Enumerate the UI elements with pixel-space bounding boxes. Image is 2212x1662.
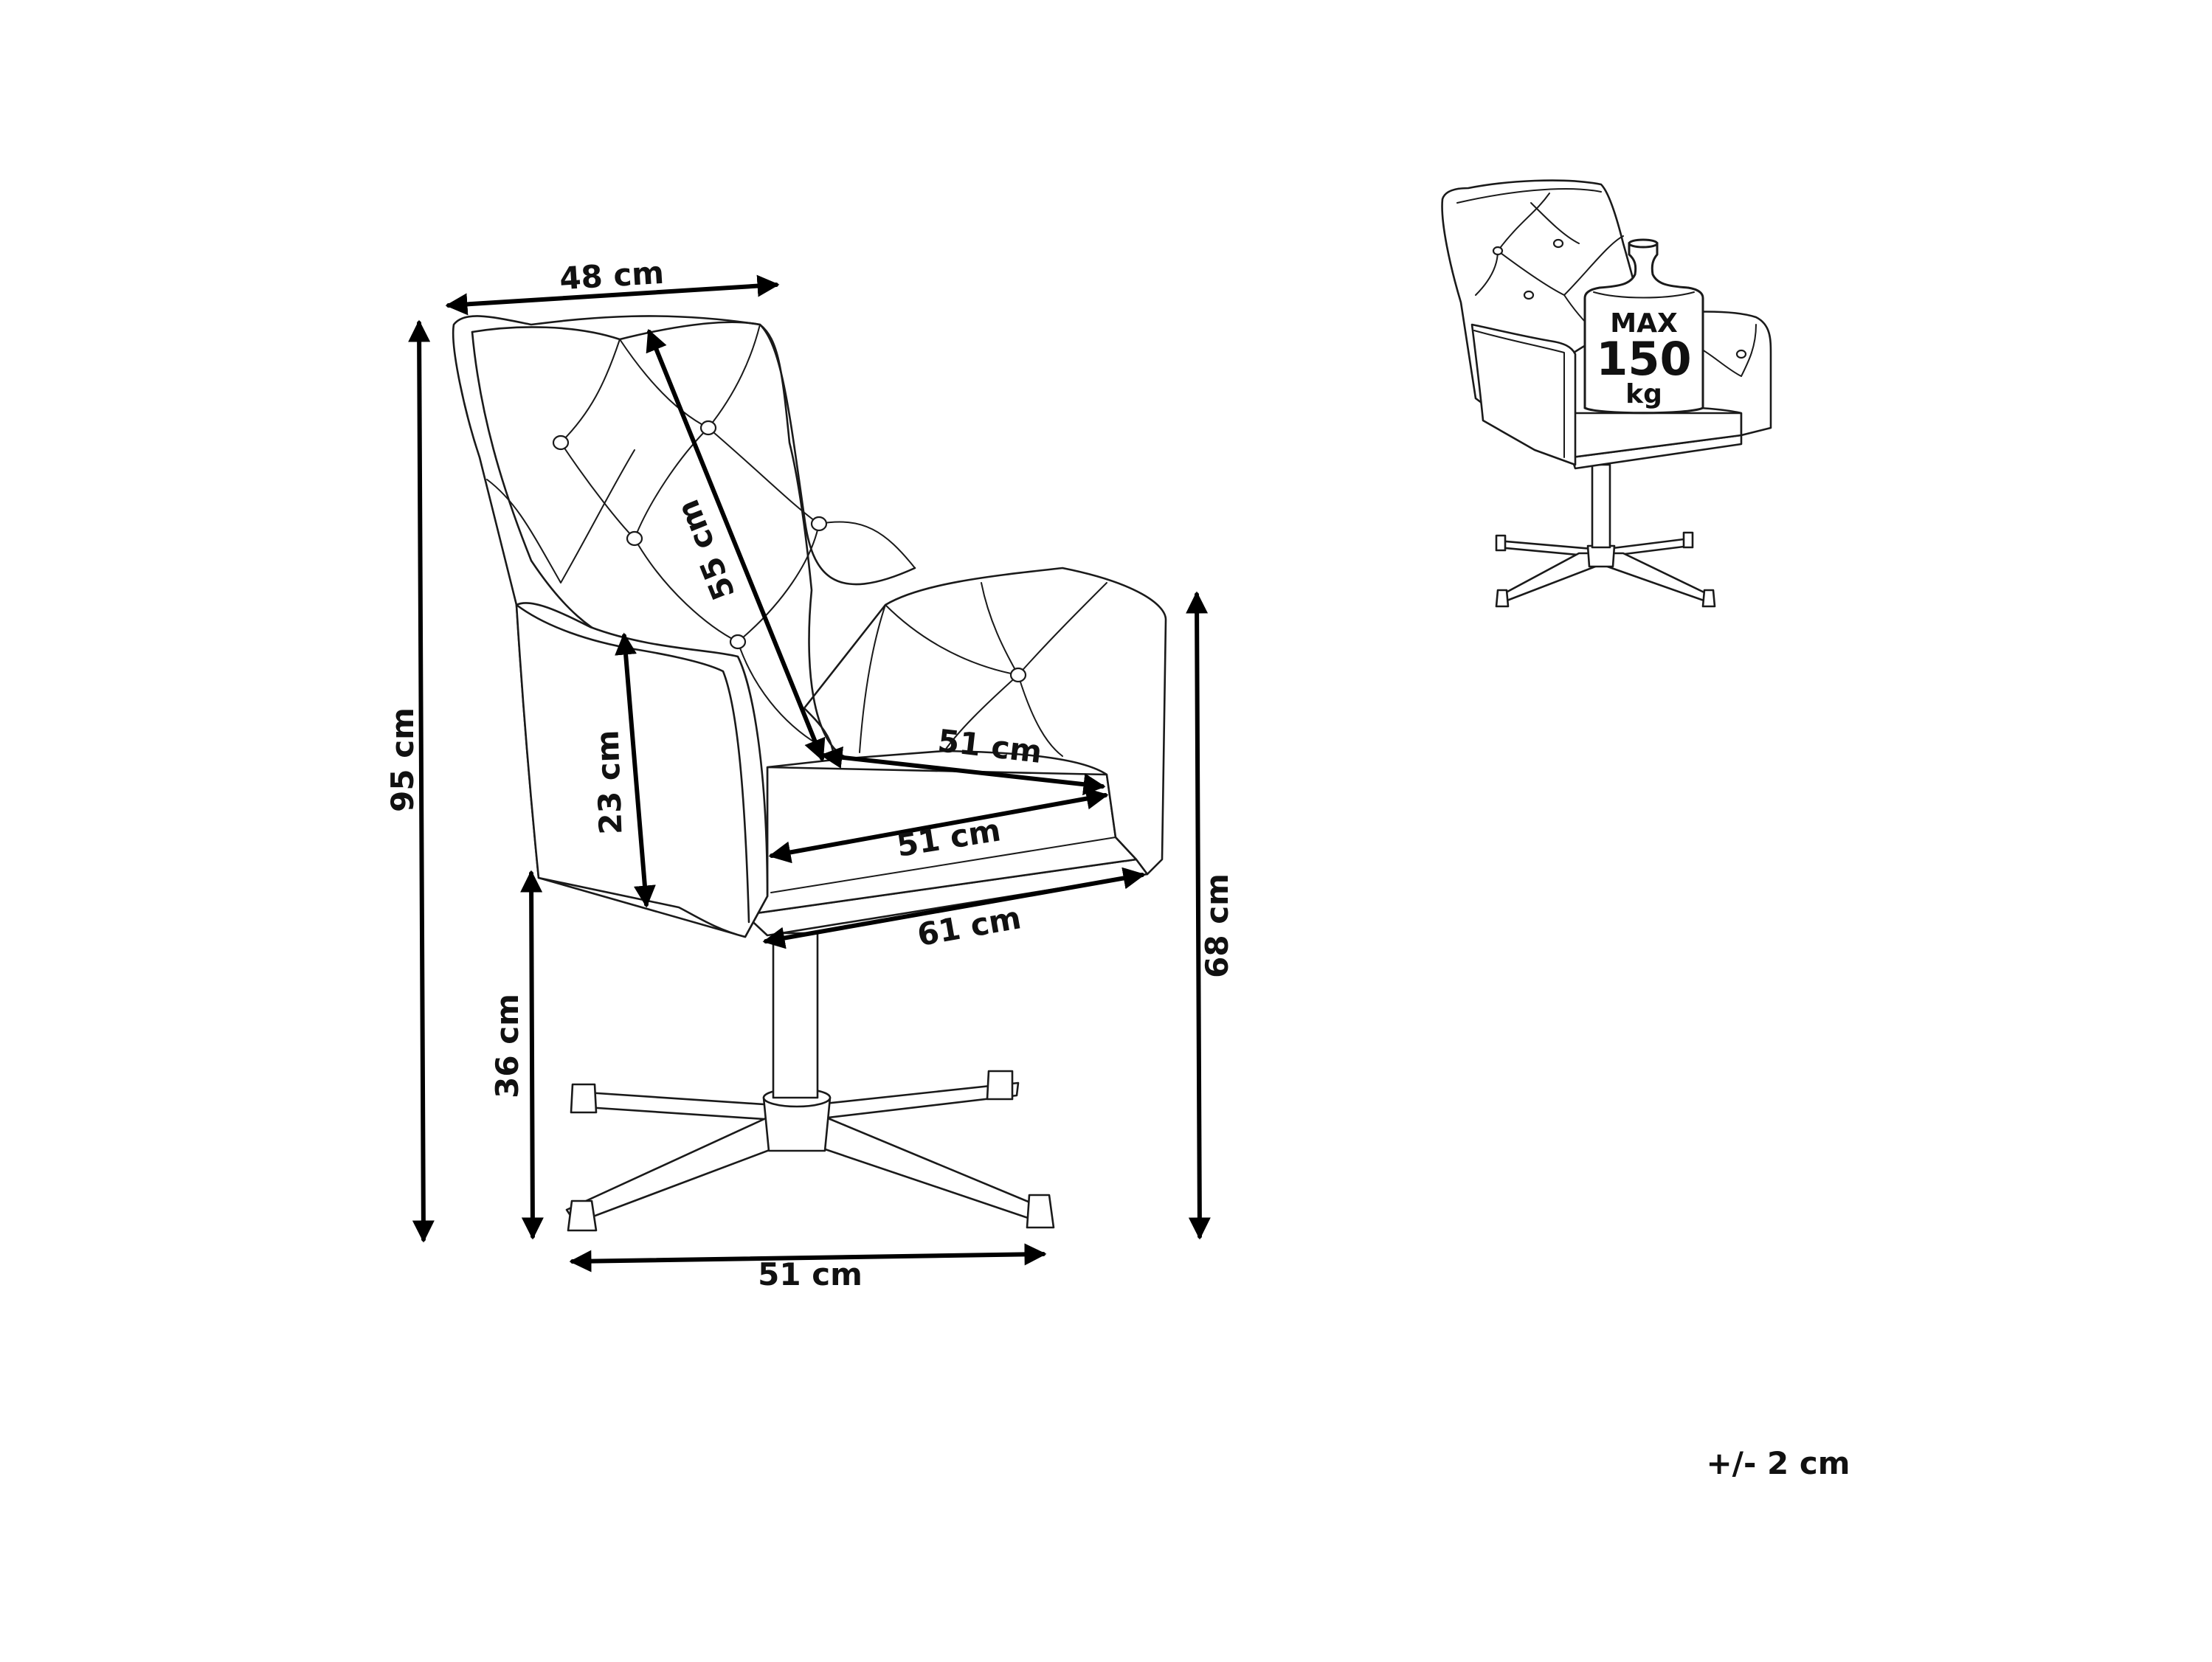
label-seat-height: 36 cm — [489, 994, 525, 1098]
label-base-width: 51 cm — [758, 1256, 863, 1292]
seat-depth-arrow — [820, 746, 1106, 796]
max-load-label: MAX — [1610, 308, 1678, 339]
seat-width-arrow — [768, 787, 1109, 864]
arm-height-arrow — [1186, 591, 1211, 1240]
main-chair-drawing — [452, 315, 1167, 1232]
tolerance-note: +/- 2 cm — [1706, 1445, 1850, 1481]
dimension-lines — [408, 274, 1211, 1273]
label-top-width: 48 cm — [559, 255, 665, 297]
total-height-arrow — [408, 319, 435, 1243]
top-width-arrow — [445, 274, 780, 316]
label-total-height: 95 cm — [384, 707, 421, 812]
label-arm-height: 68 cm — [1199, 873, 1235, 978]
armrest-height-arrow — [615, 632, 656, 908]
weight-icon — [1583, 238, 1704, 415]
base-width-arrow — [569, 1243, 1047, 1273]
back-height-arrow — [646, 328, 826, 762]
label-armrest-height: 23 cm — [590, 730, 629, 835]
chair-base — [565, 932, 1055, 1232]
total-width-arrow — [762, 867, 1146, 949]
max-load-unit: kg — [1625, 379, 1662, 409]
max-load-value: 150 — [1596, 332, 1691, 386]
seat-height-arrow — [520, 870, 544, 1240]
